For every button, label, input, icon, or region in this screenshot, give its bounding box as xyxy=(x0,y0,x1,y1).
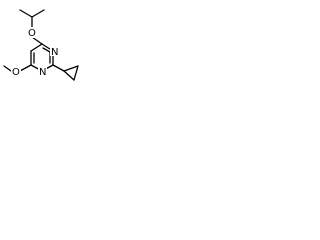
bond-oxygen-top-to-ring xyxy=(31,36,43,45)
oxygen-left-label: O xyxy=(12,67,20,78)
oxygen-left-label-background xyxy=(11,66,21,77)
bond-ring-c6-c5 xyxy=(30,43,43,52)
nitrogen-bottom-label: N xyxy=(39,67,46,78)
bond-oxygen-left-to-methyl xyxy=(3,65,12,72)
nitrogen-right-label: N xyxy=(51,47,58,58)
bond-isopropyl-right-methyl xyxy=(31,9,45,18)
bond-cyclopropyl-a xyxy=(63,65,79,72)
bond-isopropyl-left-methyl xyxy=(19,9,33,18)
nitrogen-bottom-label-background xyxy=(38,66,47,76)
oxygen-top-label: O xyxy=(28,28,36,39)
bond-cyclopropyl-c xyxy=(63,70,75,81)
oxygen-top-label-background xyxy=(27,27,37,38)
bond-ring-to-cyclopropyl xyxy=(52,64,65,72)
bond-ring-c6-n1-double xyxy=(42,47,51,53)
nitrogen-right-label-background xyxy=(50,46,59,56)
chemical-structure-diagram: O O N N xyxy=(3,9,79,81)
bond-cyclopropyl-b xyxy=(73,65,79,81)
bond-ring-to-oxygen-left xyxy=(19,64,32,72)
